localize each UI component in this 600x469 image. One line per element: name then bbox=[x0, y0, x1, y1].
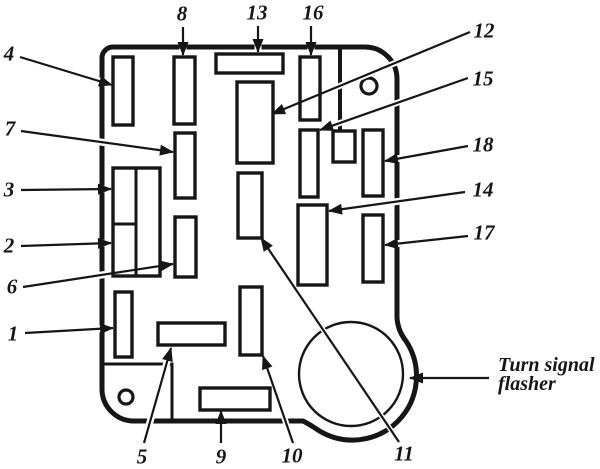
leader-3 bbox=[20, 183, 112, 195]
fuse-slot-8 bbox=[172, 55, 197, 126]
callout-15: 15 bbox=[472, 66, 494, 91]
fuse-slot-7 bbox=[173, 131, 197, 200]
leader-7 bbox=[20, 129, 174, 156]
callout-14: 14 bbox=[472, 177, 494, 202]
turn-signal-flasher-label-line2: flasher bbox=[498, 373, 556, 395]
callout-5: 5 bbox=[136, 444, 148, 469]
relay-slot-12 bbox=[235, 80, 275, 165]
fuse-slot-17 bbox=[361, 213, 385, 284]
fuse-slot-4 bbox=[111, 55, 135, 127]
fuse-slots bbox=[111, 52, 385, 412]
turn-signal-flasher-label-line1: Turn signal bbox=[498, 354, 595, 376]
aux-slot-square bbox=[331, 129, 357, 164]
leader-2 bbox=[20, 237, 112, 249]
callout-4: 4 bbox=[3, 41, 15, 66]
callout-1: 1 bbox=[7, 321, 19, 346]
callout-3: 3 bbox=[3, 177, 15, 202]
callout-10: 10 bbox=[281, 443, 303, 468]
fuse-slot-18 bbox=[361, 128, 385, 198]
relay-slot-14 bbox=[296, 203, 329, 287]
leader-6 bbox=[22, 260, 174, 289]
leader-11 bbox=[260, 237, 400, 443]
leader-4 bbox=[19, 55, 113, 87]
callout-6: 6 bbox=[6, 274, 18, 299]
leader-5 bbox=[142, 347, 173, 444]
callout-7: 7 bbox=[4, 116, 16, 141]
turn-signal-flasher-circle bbox=[297, 320, 405, 428]
fuse-slot-1 bbox=[113, 290, 134, 359]
leader-1 bbox=[24, 323, 114, 335]
mounting-hole-bottom-left bbox=[117, 388, 135, 406]
leader-14 bbox=[328, 190, 466, 215]
callout-18: 18 bbox=[472, 132, 494, 157]
fuse-slot-15 bbox=[298, 128, 320, 199]
callout-11: 11 bbox=[394, 441, 414, 466]
callout-8: 8 bbox=[176, 1, 188, 26]
fuse-slot-13 bbox=[214, 52, 285, 75]
leader-lines bbox=[19, 26, 489, 444]
fuse-slot-11 bbox=[236, 171, 264, 240]
turn-signal-flasher-label: Turn signal flasher bbox=[498, 354, 595, 395]
callout-12: 12 bbox=[473, 18, 495, 43]
fuse-slot-16 bbox=[298, 55, 322, 122]
leader-12 bbox=[271, 30, 471, 116]
leader-15 bbox=[319, 76, 469, 132]
interior-divider-bottom-left bbox=[103, 362, 174, 419]
fuse-slot-10 bbox=[238, 285, 264, 357]
fuse-slot-5 bbox=[156, 321, 227, 347]
callout-9: 9 bbox=[215, 444, 227, 469]
callout-13: 13 bbox=[246, 0, 268, 25]
callout-2: 2 bbox=[3, 233, 15, 258]
fuse-slot-9 bbox=[198, 386, 272, 412]
leader-18 bbox=[384, 144, 469, 165]
leader-10 bbox=[261, 355, 295, 444]
callout-17: 17 bbox=[473, 220, 495, 245]
leader-17 bbox=[384, 234, 469, 250]
mounting-hole-top-right bbox=[359, 76, 379, 96]
callout-16: 16 bbox=[302, 0, 324, 25]
fuse-slot-6 bbox=[173, 215, 198, 279]
